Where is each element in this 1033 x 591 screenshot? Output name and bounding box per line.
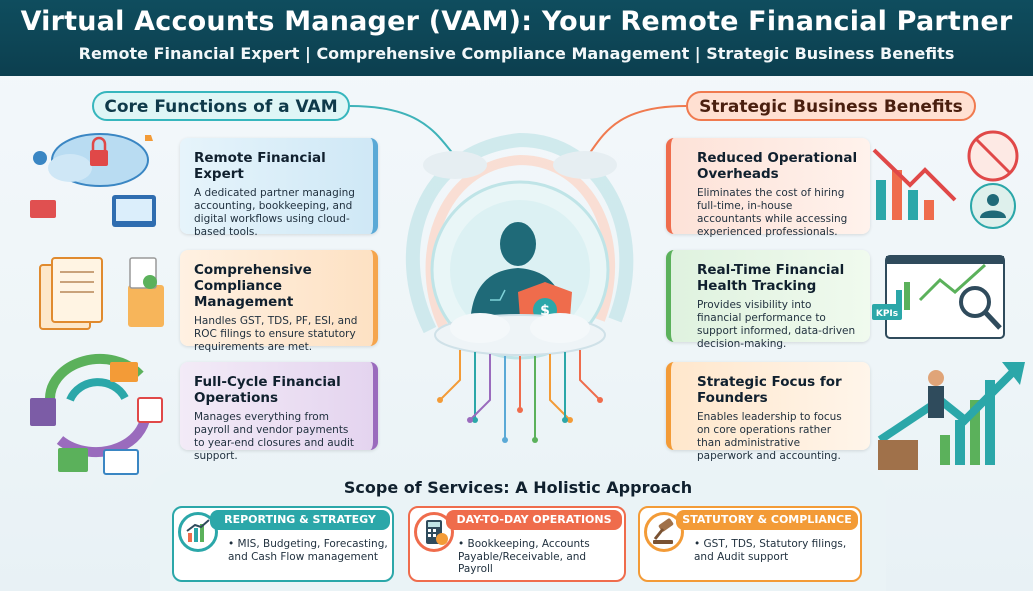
documents-icon (39, 257, 164, 330)
header-banner: Virtual Accounts Manager (VAM): Your Rem… (0, 0, 1033, 76)
card-description: Provides visibility into financial perfo… (697, 299, 856, 350)
card-title: Reduced Operational Overheads (697, 150, 858, 182)
card-description: Handles GST, TDS, PF, ESI, and ROC filin… (194, 315, 358, 353)
core-functions-heading: Core Functions of a VAM (92, 91, 350, 121)
card-description: Enables leadership to focus on core oper… (697, 411, 842, 462)
service-reporting-strategy: REPORTING & STRATEGY • MIS, Budgeting, F… (172, 506, 394, 582)
service-day-to-day-operations: DAY-TO-DAY OPERATIONS • Bookkeeping, Acc… (408, 506, 626, 582)
cycle-icon (30, 353, 163, 475)
card-full-cycle-operations: Full-Cycle Financial Operations Manages … (180, 362, 378, 462)
service-label: REPORTING & STRATEGY (210, 510, 390, 530)
service-description: • Bookkeeping, Accounts Payable/Receivab… (458, 538, 590, 575)
svg-text:$: $ (540, 303, 550, 319)
cloud-security-icon (30, 133, 156, 227)
page-subtitle: Remote Financial Expert | Comprehensive … (78, 44, 955, 63)
card-description: Manages everything from payroll and vend… (194, 411, 355, 462)
card-title: Full-Cycle Financial Operations (194, 374, 341, 406)
card-description: A dedicated partner managing accounting,… (194, 187, 355, 238)
service-description: • GST, TDS, Statutory filings, and Audit… (694, 538, 847, 563)
card-description: Eliminates the cost of hiring full-time,… (697, 187, 848, 238)
card-reduced-overheads: Reduced Operational Overheads Eliminates… (666, 138, 870, 238)
card-compliance-management: Comprehensive Compliance Management Hand… (180, 250, 378, 353)
card-title: Strategic Focus for Founders (697, 374, 842, 406)
service-description: • MIS, Budgeting, Forecasting, and Cash … (228, 538, 388, 563)
kpi-label: KPIs (876, 309, 898, 319)
growth-arrow-icon (877, 362, 1025, 470)
card-title: Real-Time Financial Health Tracking (697, 262, 845, 294)
analytics-dashboard-icon: KPIs (872, 255, 1005, 339)
page-title: Virtual Accounts Manager (VAM): Your Rem… (20, 6, 1013, 37)
strategic-benefits-heading: Strategic Business Benefits (686, 91, 976, 121)
service-label: STATUTORY & COMPLIANCE (676, 510, 858, 530)
card-strategic-focus: Strategic Focus for Founders Enables lea… (666, 362, 870, 462)
service-label: DAY-TO-DAY OPERATIONS (446, 510, 622, 530)
card-realtime-tracking: Real-Time Financial Health Tracking Prov… (666, 250, 870, 350)
no-hiring-icon (967, 130, 1019, 229)
card-title: Comprehensive Compliance Management (194, 262, 312, 310)
card-title: Remote Financial Expert (194, 150, 326, 182)
scope-heading: Scope of Services: A Holistic Approach (343, 478, 693, 497)
gavel-icon (644, 512, 684, 552)
service-statutory-compliance: STATUTORY & COMPLIANCE • GST, TDS, Statu… (638, 506, 862, 582)
chart-decline-icon (872, 148, 957, 220)
card-remote-financial-expert: Remote Financial Expert A dedicated part… (180, 138, 378, 238)
